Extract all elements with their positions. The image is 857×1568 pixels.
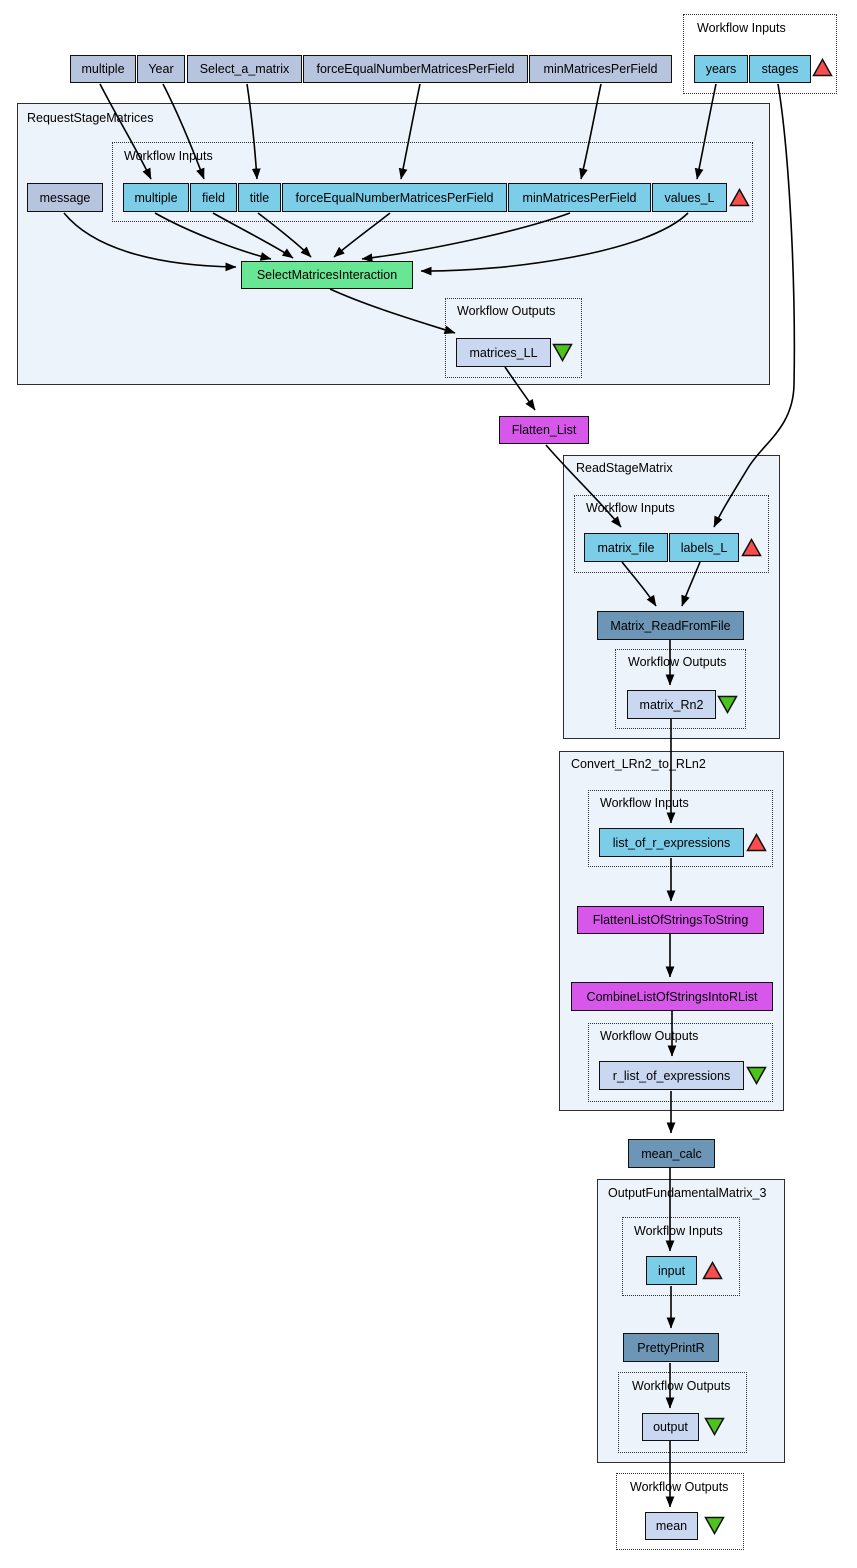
service-flatten-list[interactable]: Flatten_List: [499, 416, 589, 444]
edge-field-to-interaction: [212, 212, 294, 259]
port-multiple[interactable]: multiple: [123, 183, 189, 212]
output-fundamental-outputs-label: Workflow Outputs: [632, 1379, 731, 1393]
port-force-equal-external[interactable]: forceEqualNumberMatricesPerField: [303, 55, 528, 83]
port-output[interactable]: output: [642, 1413, 699, 1441]
edge-stages-to-labelsl: [713, 83, 796, 528]
request-stage-matrices-container[interactable]: [17, 103, 770, 385]
service-mean-calc[interactable]: mean_calc: [628, 1139, 715, 1168]
edge-year-to-field: [162, 83, 205, 180]
edge-force-to-force: [398, 83, 421, 180]
output-marker-icon: [746, 1066, 767, 1085]
edge-min-to-min: [579, 83, 602, 180]
output-fundamental-outputs-group: [618, 1372, 747, 1453]
port-r-list-of-expressions[interactable]: r_list_of_expressions: [599, 1061, 744, 1090]
final-outputs-label: Workflow Outputs: [630, 1480, 729, 1494]
edge-min-to-interaction: [361, 212, 571, 263]
port-title[interactable]: title: [238, 183, 281, 212]
service-combine-list-of-strings[interactable]: CombineListOfStringsIntoRList: [571, 982, 773, 1011]
input-marker-icon: [702, 1261, 723, 1280]
edge-valuesl-to-interaction: [420, 212, 689, 276]
convert-inputs-label: Workflow Inputs: [600, 796, 689, 810]
input-marker-icon: [746, 833, 767, 852]
port-years[interactable]: years: [694, 55, 748, 83]
output-fundamental-inputs-label: Workflow Inputs: [634, 1224, 723, 1238]
read-stage-outputs-label: Workflow Outputs: [628, 655, 727, 669]
final-workflow-outputs-group: [616, 1473, 744, 1550]
port-min-matrices[interactable]: minMatricesPerField: [508, 183, 651, 212]
port-field[interactable]: field: [190, 183, 237, 212]
top-workflow-inputs-label: Workflow Inputs: [697, 21, 786, 35]
edge-selectamatrix-to-title: [246, 83, 261, 180]
port-select-a-matrix-external[interactable]: Select_a_matrix: [187, 55, 302, 83]
port-list-of-r-expressions[interactable]: list_of_r_expressions: [599, 828, 744, 857]
port-force-equal[interactable]: forceEqualNumberMatricesPerField: [282, 183, 507, 212]
port-message[interactable]: message: [27, 183, 103, 212]
service-select-matrices-interaction[interactable]: SelectMatricesInteraction: [241, 261, 413, 289]
request-stage-inputs-label: Workflow Inputs: [124, 149, 213, 163]
request-stage-title: RequestStageMatrices: [27, 111, 154, 125]
read-stage-outputs-group: [615, 649, 746, 729]
read-stage-title: ReadStageMatrix: [576, 461, 673, 475]
port-values-l[interactable]: values_L: [652, 183, 727, 212]
input-marker-icon: [741, 538, 762, 557]
convert-inputs-group: [588, 790, 773, 867]
edge-interaction-to-matricesll: [329, 288, 456, 334]
request-stage-outputs-group: [445, 298, 582, 378]
edge-force-to-interaction: [333, 212, 391, 258]
edge-labelsl-to-readfromfile: [681, 561, 701, 607]
port-mean[interactable]: mean: [645, 1512, 698, 1540]
convert-title: Convert_LRn2_to_RLn2: [571, 757, 706, 771]
edge-matricesll-to-flatten: [504, 366, 536, 411]
output-marker-icon: [704, 1417, 725, 1436]
request-stage-outputs-label: Workflow Outputs: [457, 304, 556, 318]
request-stage-inputs-group: [112, 142, 753, 222]
edge-message-to-interaction: [63, 212, 237, 272]
edge-years-to-valuesl: [694, 83, 717, 180]
service-pretty-print-r[interactable]: PrettyPrintR: [623, 1333, 719, 1362]
port-min-matrices-external[interactable]: minMatricesPerField: [529, 55, 672, 83]
port-matrices-ll[interactable]: matrices_LL: [456, 338, 551, 367]
port-year-external[interactable]: Year: [137, 55, 185, 83]
service-matrix-readfromfile[interactable]: Matrix_ReadFromFile: [597, 611, 744, 640]
output-marker-icon: [704, 1516, 725, 1535]
convert-outputs-group: [588, 1023, 773, 1102]
port-labels-l[interactable]: labels_L: [669, 533, 739, 562]
output-marker-icon: [552, 343, 573, 362]
output-marker-icon: [717, 695, 738, 714]
port-matrix-rn2[interactable]: matrix_Rn2: [627, 690, 716, 719]
output-fundamental-title: OutputFundamentalMatrix_3: [608, 1186, 767, 1200]
port-input[interactable]: input: [646, 1256, 697, 1285]
input-marker-icon: [729, 188, 750, 207]
input-marker-icon: [812, 58, 833, 77]
port-matrix-file[interactable]: matrix_file: [584, 533, 668, 562]
port-multiple-external[interactable]: multiple: [70, 55, 136, 83]
edge-multiple-to-interaction: [154, 212, 272, 261]
service-flatten-list-of-strings[interactable]: FlattenListOfStringsToString: [577, 906, 764, 934]
edge-title-to-interaction: [257, 212, 312, 258]
edge-multiple-to-multiple: [99, 83, 152, 180]
output-fundamental-inputs-group: [622, 1217, 740, 1296]
edge-matrixfile-to-readfromfile: [621, 561, 657, 607]
port-stages[interactable]: stages: [749, 55, 811, 83]
read-stage-inputs-group: [574, 495, 769, 573]
edge-flatten-to-matrixfile: [545, 444, 622, 528]
convert-outputs-label: Workflow Outputs: [600, 1029, 699, 1043]
top-workflow-inputs-group: [683, 14, 837, 94]
